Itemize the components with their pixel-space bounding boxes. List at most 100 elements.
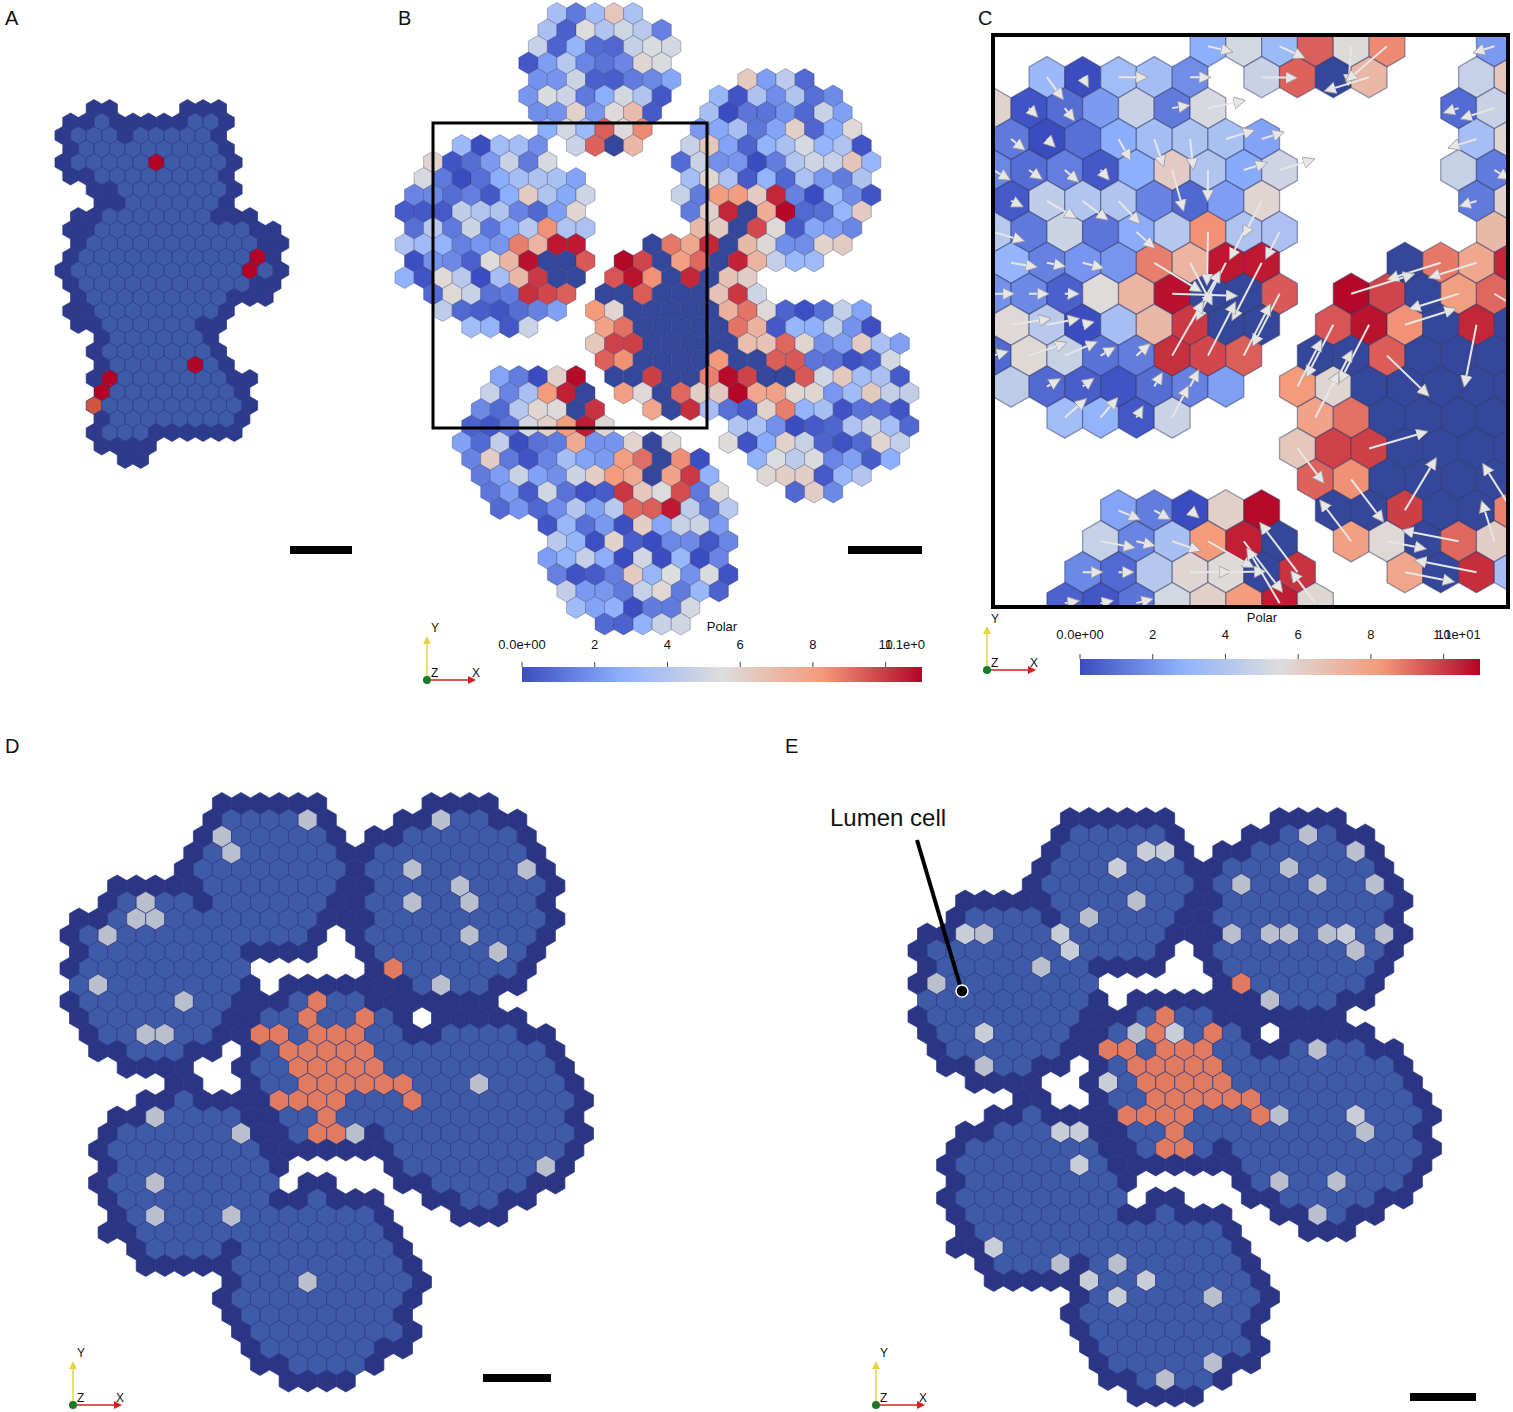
cell bbox=[595, 613, 614, 635]
cell bbox=[1127, 956, 1146, 978]
polarity-arrow bbox=[1047, 381, 1057, 387]
cell bbox=[98, 1222, 117, 1244]
cell bbox=[1146, 956, 1165, 978]
polarity-arrow bbox=[1198, 263, 1226, 317]
polarity-arrow bbox=[1101, 349, 1112, 356]
polarity-arrow bbox=[1190, 139, 1193, 166]
cell bbox=[700, 399, 719, 421]
cell bbox=[984, 1072, 1003, 1094]
cell bbox=[433, 300, 452, 322]
polarity-arrow bbox=[1262, 76, 1294, 79]
cell bbox=[681, 399, 700, 421]
cell bbox=[94, 437, 110, 455]
polarity-arrow bbox=[1136, 600, 1149, 603]
polarity-arrow bbox=[1262, 525, 1297, 572]
cell bbox=[251, 1354, 270, 1376]
cell bbox=[211, 424, 227, 442]
cell bbox=[481, 316, 500, 338]
cell bbox=[643, 399, 662, 421]
cell bbox=[298, 941, 317, 963]
cell bbox=[767, 250, 786, 272]
polarity-arrow bbox=[1101, 400, 1116, 417]
polarity-arrow bbox=[1011, 139, 1022, 148]
polarity-arrow bbox=[1432, 263, 1476, 277]
polarity-arrow bbox=[1047, 201, 1073, 216]
polarity-arrow bbox=[1465, 325, 1477, 384]
polarity-arrow bbox=[1154, 510, 1167, 517]
polarity-arrow bbox=[1369, 433, 1424, 449]
cell bbox=[805, 250, 824, 272]
polarity-arrow bbox=[1418, 561, 1476, 572]
cell bbox=[355, 1139, 374, 1161]
polarity-arrow bbox=[1249, 551, 1280, 603]
cell bbox=[336, 1370, 355, 1392]
polarity-arrow bbox=[1047, 319, 1076, 324]
polarity-arrow bbox=[1231, 232, 1244, 256]
polarity-arrow bbox=[1029, 170, 1039, 177]
cell bbox=[1051, 1055, 1070, 1077]
polarity-arrow bbox=[1065, 601, 1076, 603]
polarity-arrow bbox=[1244, 164, 1264, 170]
cell bbox=[317, 1139, 336, 1161]
polarity-arrow bbox=[1065, 108, 1073, 118]
cell bbox=[71, 316, 87, 334]
cell bbox=[1356, 989, 1375, 1011]
cell bbox=[395, 267, 414, 289]
polarity-arrow bbox=[1083, 571, 1099, 573]
polarity-arrow bbox=[1190, 76, 1207, 78]
polarity-arrow bbox=[1083, 323, 1091, 325]
polarity-arrow bbox=[1136, 232, 1152, 246]
cell bbox=[937, 1055, 956, 1077]
cell bbox=[227, 424, 243, 442]
polarity-arrow bbox=[1172, 170, 1182, 208]
cell bbox=[757, 465, 776, 487]
polarity-arrow bbox=[1447, 108, 1459, 112]
polarity-arrow bbox=[1351, 479, 1381, 519]
polarity-arrow bbox=[1245, 201, 1262, 234]
cell bbox=[180, 424, 196, 442]
cell bbox=[614, 382, 633, 404]
polarity-arrow bbox=[1494, 170, 1506, 178]
polarity-arrow bbox=[993, 232, 1021, 240]
cell bbox=[451, 1205, 470, 1227]
polarity-arrow bbox=[1190, 373, 1197, 387]
cell bbox=[393, 1172, 412, 1194]
cell bbox=[298, 1139, 317, 1161]
polarity-arrow bbox=[1226, 131, 1251, 139]
polarity-arrow bbox=[1208, 541, 1251, 565]
cell bbox=[652, 613, 671, 635]
polarity-arrow bbox=[1293, 574, 1315, 603]
polarity-arrow bbox=[1029, 344, 1063, 356]
polarity-arrow bbox=[1207, 170, 1209, 198]
polarity-arrow bbox=[1101, 541, 1132, 547]
cell bbox=[852, 465, 871, 487]
cell bbox=[489, 1205, 508, 1227]
polarity-arrow bbox=[1083, 201, 1105, 218]
polarity-arrow bbox=[1463, 201, 1477, 205]
cell bbox=[336, 1139, 355, 1161]
polarity-arrow bbox=[1065, 401, 1084, 418]
polarity-arrow bbox=[1047, 139, 1053, 145]
cell bbox=[833, 234, 852, 256]
polarity-arrow bbox=[1322, 503, 1351, 541]
polarity-arrow bbox=[1208, 101, 1242, 108]
cell bbox=[671, 613, 690, 635]
polarity-arrow bbox=[1118, 510, 1136, 518]
polarity-arrow bbox=[1190, 510, 1196, 515]
cell bbox=[1108, 956, 1127, 978]
polarity-arrow bbox=[1405, 461, 1435, 510]
cell bbox=[546, 1172, 565, 1194]
cell bbox=[605, 135, 624, 157]
polarity-arrow bbox=[1328, 77, 1369, 90]
cell bbox=[519, 316, 538, 338]
polarity-arrow bbox=[1136, 541, 1151, 545]
polarity-arrow bbox=[1280, 160, 1311, 170]
polarity-arrow bbox=[1101, 170, 1107, 177]
cell bbox=[279, 941, 298, 963]
polarity-arrow bbox=[1351, 275, 1411, 294]
polarity-arrow bbox=[1297, 343, 1319, 387]
polarity-arrow bbox=[1452, 139, 1477, 147]
cell bbox=[117, 1057, 136, 1079]
cell bbox=[260, 941, 279, 963]
polarity-arrow bbox=[1172, 106, 1186, 108]
